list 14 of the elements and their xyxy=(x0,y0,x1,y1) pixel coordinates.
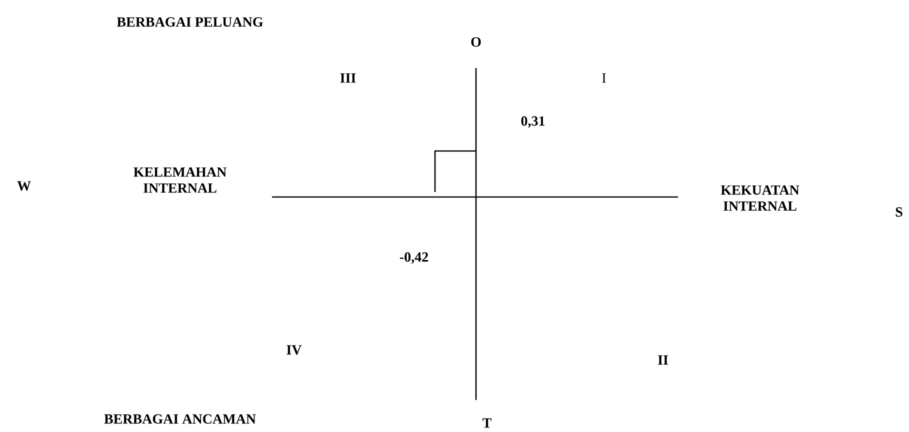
axis-letter: S xyxy=(896,207,902,217)
axis-letter: T xyxy=(482,418,492,428)
quadrant-number: I xyxy=(602,73,606,83)
axis-letter: W xyxy=(17,181,31,191)
quadrant-number: II xyxy=(658,355,668,365)
axis-label: KEKUATAN INTERNAL xyxy=(720,185,800,211)
quadrant-heading: BERBAGAI ANCAMAN xyxy=(104,414,256,424)
axis-letter: O xyxy=(471,37,481,47)
axis-label: KELEMAHAN INTERNAL xyxy=(134,167,226,193)
value-label: -0,42 xyxy=(400,252,428,264)
value-label: 0,31 xyxy=(521,116,545,128)
quadrant-heading: BERBAGAI PELUANG xyxy=(116,17,263,27)
quadrant-number: III xyxy=(340,73,356,83)
quadrant-number: IV xyxy=(286,345,302,355)
